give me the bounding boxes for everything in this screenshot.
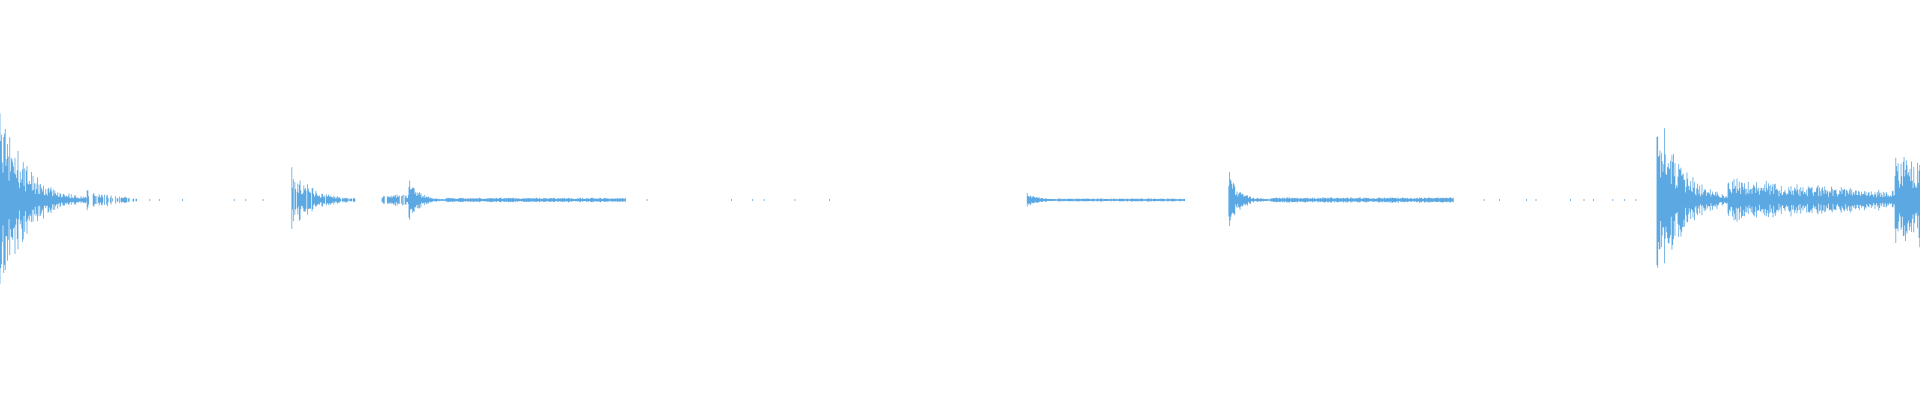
waveform-trace — [0, 113, 1920, 284]
waveform-path — [0, 113, 1920, 284]
